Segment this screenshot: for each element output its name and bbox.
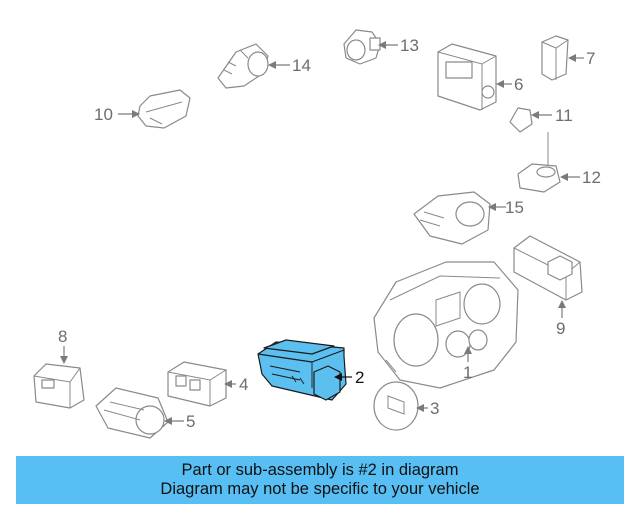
callout-6: 6: [514, 75, 523, 94]
callout-4: 4: [239, 375, 248, 394]
callout-3: 3: [430, 399, 439, 418]
callout-13: 13: [400, 36, 419, 55]
callout-5: 5: [186, 412, 195, 431]
part-8: [33, 363, 85, 409]
part-6: [437, 43, 497, 111]
part-2-highlighted[interactable]: [257, 339, 347, 401]
part-1: [373, 261, 519, 389]
part-15: [413, 191, 491, 245]
part-7: [541, 35, 569, 81]
callout-9: 9: [556, 319, 565, 338]
callout-8: 8: [58, 327, 67, 346]
part-11: [509, 107, 533, 133]
banner-line-2: Diagram may not be specific to your vehi…: [160, 480, 480, 498]
callout-11: 11: [555, 106, 573, 125]
callout-12: 12: [582, 168, 601, 187]
part-14: [217, 43, 269, 89]
banner-line-1: Part or sub-assembly is #2 in diagram: [181, 461, 459, 479]
part-5: [95, 387, 169, 439]
part-10: [137, 89, 191, 129]
callout-15: 15: [505, 198, 524, 217]
callout-14: 14: [292, 56, 311, 75]
callout-7: 7: [586, 49, 595, 68]
info-banner: Part or sub-assembly is #2 in diagram Di…: [16, 456, 624, 504]
part-9: [513, 235, 583, 301]
callout-1: 1: [463, 363, 472, 382]
part-3: [373, 381, 419, 431]
part-12: [517, 132, 561, 193]
part-4: [167, 361, 227, 407]
callout-2: 2: [355, 368, 364, 387]
part-13: [343, 29, 381, 65]
callout-10: 10: [94, 105, 113, 124]
parts-diagram: 14 13 10 6 7 11 1: [33, 29, 601, 439]
